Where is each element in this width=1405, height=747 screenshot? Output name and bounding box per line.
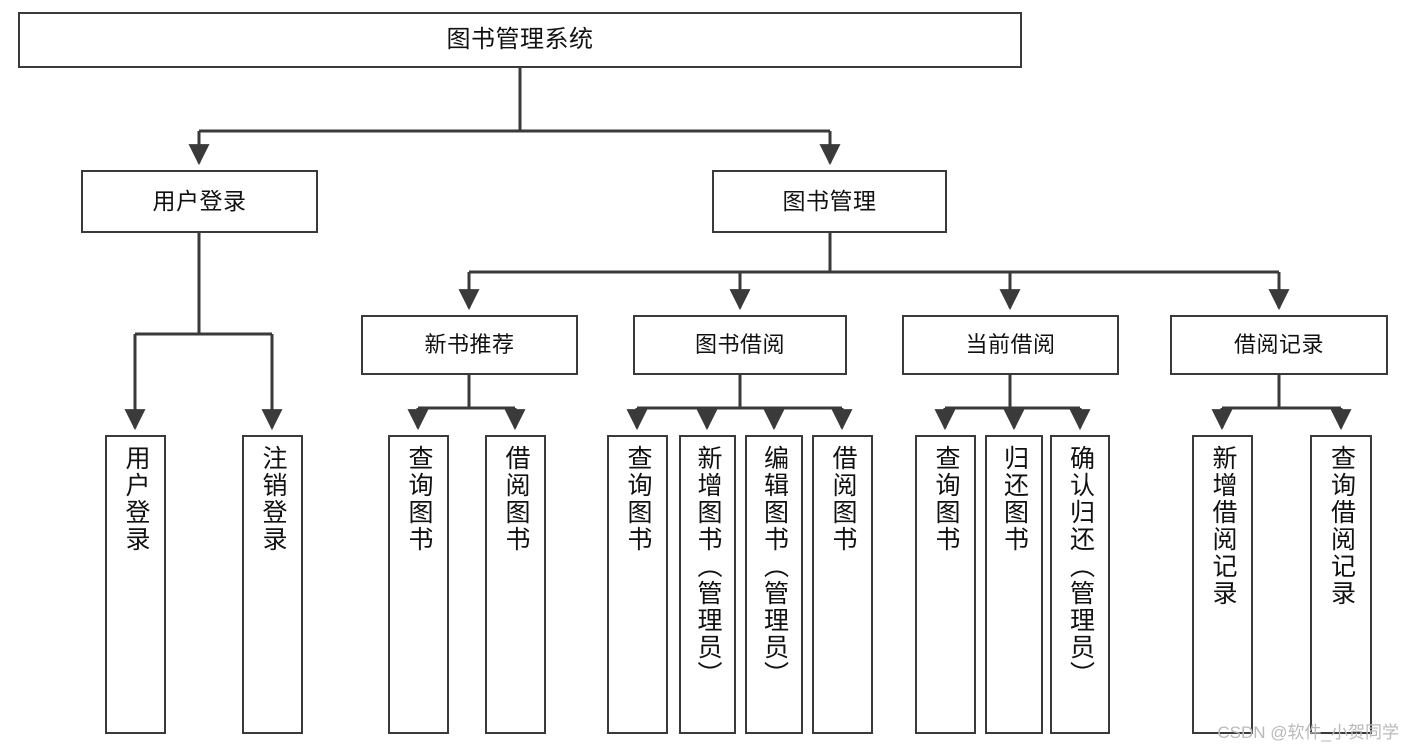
node-label: 用户登录 [122,445,150,553]
node-level2[interactable]: 用户登录 [81,170,318,233]
node-label: 借阅图书 [829,445,857,553]
node-label: 新增图书（管理员） [694,445,722,688]
node-leaf[interactable]: 用户登录 [105,435,166,734]
node-level3[interactable]: 图书借阅 [633,315,847,375]
node-label: 确认归还（管理员） [1066,445,1095,688]
node-leaf[interactable]: 借阅图书 [812,435,873,734]
node-level2[interactable]: 图书管理 [712,170,947,233]
node-label: 借阅图书 [502,445,530,553]
node-leaf[interactable]: 借阅图书 [485,435,546,734]
node-leaf[interactable]: 归还图书 [985,435,1043,734]
node-label: 新书推荐 [424,332,515,358]
node-label: 借阅记录 [1233,332,1324,358]
node-label: 查询图书 [405,445,433,553]
node-root[interactable]: 图书管理系统 [18,12,1022,68]
node-leaf[interactable]: 注销登录 [242,435,303,734]
csdn-watermark: CSDN @软件_小贺同学 [1217,723,1399,742]
node-label: 注销登录 [259,445,287,553]
node-label: 查询图书 [932,445,960,553]
node-label: 查询图书 [624,445,652,553]
node-label: 图书管理系统 [446,25,594,53]
node-leaf[interactable]: 编辑图书（管理员） [745,435,803,734]
node-label: 新增借阅记录 [1209,445,1237,607]
node-label: 用户登录 [152,187,247,214]
node-level3[interactable]: 借阅记录 [1170,315,1388,375]
node-leaf[interactable]: 查询图书 [388,435,449,734]
node-label: 查询借阅记录 [1327,445,1356,607]
node-leaf[interactable]: 查询图书 [607,435,668,734]
node-level3[interactable]: 当前借阅 [902,315,1119,375]
node-leaf[interactable]: 确认归还（管理员） [1050,435,1110,734]
node-leaf[interactable]: 新增借阅记录 [1192,435,1253,734]
node-leaf[interactable]: 新增图书（管理员） [679,435,736,734]
node-label: 归还图书 [1000,445,1029,553]
node-label: 图书借阅 [694,332,785,358]
node-leaf[interactable]: 查询借阅记录 [1310,435,1372,734]
node-label: 编辑图书（管理员） [760,445,789,688]
node-label: 当前借阅 [965,332,1056,358]
node-leaf[interactable]: 查询图书 [915,435,976,734]
node-label: 图书管理 [782,187,877,214]
node-level3[interactable]: 新书推荐 [361,315,578,375]
